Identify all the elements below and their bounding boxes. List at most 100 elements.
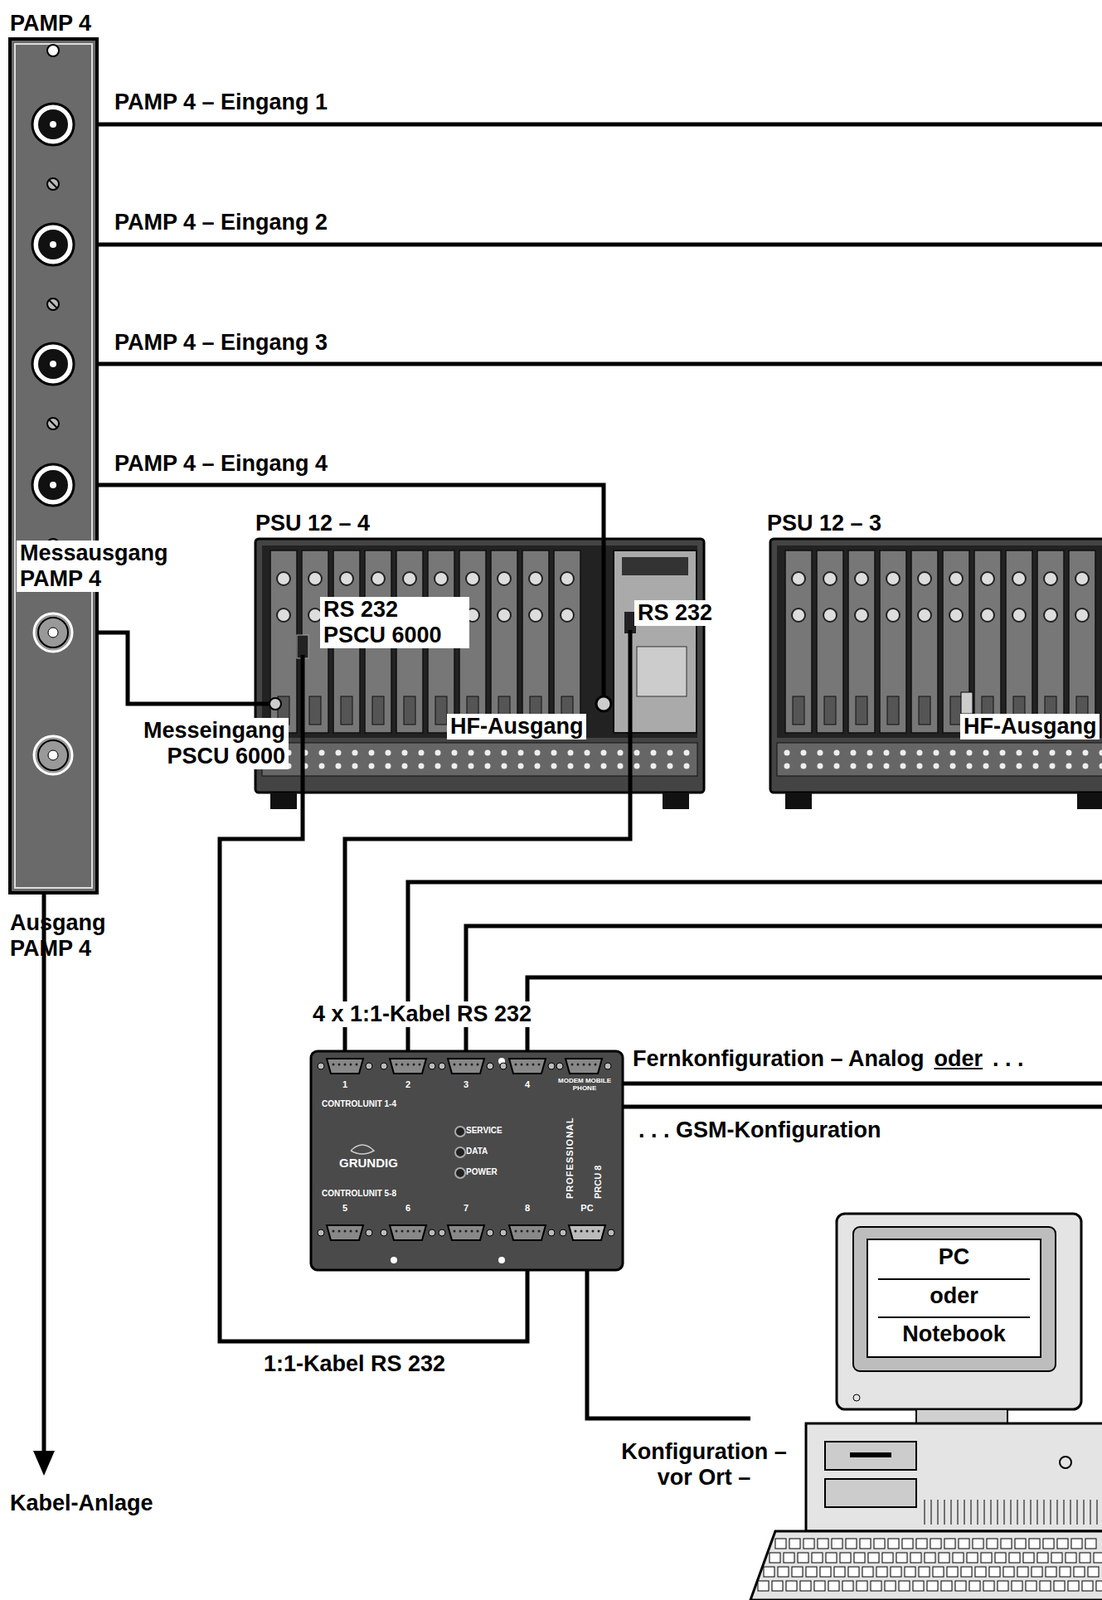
drawing-part — [797, 1553, 809, 1564]
drawing-part — [924, 1500, 926, 1525]
drawing-part — [428, 1229, 436, 1237]
drawing-part — [1068, 1581, 1079, 1592]
drawing-part — [1016, 763, 1023, 770]
drawing-part — [1024, 1500, 1025, 1525]
drawing-part — [270, 792, 297, 810]
drawing-part — [617, 750, 624, 757]
drawing-part — [801, 750, 807, 757]
drawing-part — [834, 763, 840, 770]
drawing-part — [918, 1567, 930, 1578]
drawing-part — [878, 1316, 1030, 1319]
drawing-part — [438, 1063, 446, 1070]
node-text: Notebook — [867, 1321, 1041, 1348]
drawing-part — [757, 1581, 769, 1592]
drawing-part — [912, 1581, 924, 1592]
drawing-part — [344, 1230, 347, 1234]
drawing-part — [823, 608, 837, 622]
drawing-part — [634, 763, 641, 770]
drawing-part — [485, 763, 491, 770]
drawing-part — [395, 1230, 399, 1234]
cable — [97, 485, 604, 539]
drawing-part — [791, 1567, 803, 1578]
module-card — [816, 550, 844, 734]
drawing-part — [466, 608, 480, 622]
drawing-part — [952, 1553, 964, 1564]
drawing-part — [938, 1553, 950, 1564]
drawing-part — [1079, 1553, 1091, 1564]
drawing-part — [309, 696, 321, 725]
drawing-part — [1049, 763, 1056, 770]
module-card — [522, 550, 549, 734]
drawing-part — [801, 763, 807, 770]
drawing-part — [684, 750, 690, 757]
drawing-part — [792, 696, 805, 725]
drawing-part — [1093, 1553, 1102, 1564]
hf-output — [596, 696, 612, 712]
drawing-part — [551, 763, 558, 770]
node-text: PRCU 8 — [592, 1165, 604, 1200]
hf-output — [961, 692, 973, 714]
drawing-part — [776, 545, 1102, 738]
drawing-part — [933, 763, 940, 770]
drawing-part — [944, 1500, 946, 1525]
drawing-part — [529, 608, 543, 622]
drawing-part — [972, 1538, 984, 1549]
drawing-part — [950, 750, 957, 757]
drawing-part — [48, 179, 58, 189]
drawing-part — [981, 696, 994, 725]
drawing-part — [1033, 750, 1039, 757]
rack-unit: PSU 12 – 4 — [255, 538, 704, 811]
drawing-part — [14, 43, 93, 889]
drawing-part — [887, 696, 899, 725]
module-card — [427, 550, 455, 734]
drawing-part — [372, 696, 384, 725]
drawing-part — [1075, 572, 1089, 586]
drawing-part — [789, 1538, 801, 1549]
drawing-part — [412, 1230, 416, 1234]
drawing-part — [582, 1063, 586, 1067]
drawing-part — [1063, 1500, 1065, 1525]
drawing-part — [966, 1553, 978, 1564]
drawing-part — [855, 696, 868, 725]
drawing-part — [497, 608, 511, 622]
drawing-part — [1050, 1500, 1052, 1525]
drawing-part — [401, 1230, 404, 1234]
drawing-part — [588, 1063, 592, 1067]
drawing-part — [438, 1229, 446, 1237]
drawing-part — [786, 1581, 797, 1592]
drawing-part — [1053, 1581, 1065, 1592]
drawing-part — [650, 750, 657, 757]
drawing-part — [418, 1230, 422, 1234]
control-unit: GRUNDIGPROFESSIONALPRCU 8 — [310, 1051, 623, 1271]
screw — [47, 298, 59, 311]
drawing-part — [1037, 1500, 1039, 1525]
drawing-part — [980, 572, 995, 586]
drawing-part — [983, 1581, 995, 1592]
drawing-part — [470, 1230, 474, 1234]
drawing-part — [1016, 750, 1023, 757]
drawing-part — [1000, 1538, 1012, 1549]
drawing-part — [470, 1063, 474, 1067]
drawing-part — [853, 1227, 1056, 1372]
drawing-part — [49, 121, 57, 128]
node-illustration — [770, 538, 1102, 811]
connector — [33, 613, 73, 652]
drawing-part — [859, 1538, 871, 1549]
drawing-part — [883, 750, 890, 757]
drawing-part — [1012, 608, 1026, 622]
drawing-part — [586, 1230, 589, 1234]
sub-d-port — [447, 1225, 485, 1241]
drawing-part — [990, 1500, 992, 1525]
drawing-part — [395, 1063, 399, 1067]
drawing-part — [621, 557, 689, 576]
module-card — [1068, 550, 1096, 734]
drawing-part — [49, 360, 57, 368]
drawing-part — [805, 1567, 817, 1578]
drawing-part — [916, 1409, 1008, 1424]
drawing-part — [47, 44, 59, 57]
drawing-part — [286, 750, 292, 757]
drawing-part — [910, 1553, 922, 1564]
drawing-part — [667, 750, 674, 757]
drawing-part — [917, 608, 932, 622]
drawing-part — [534, 750, 541, 757]
